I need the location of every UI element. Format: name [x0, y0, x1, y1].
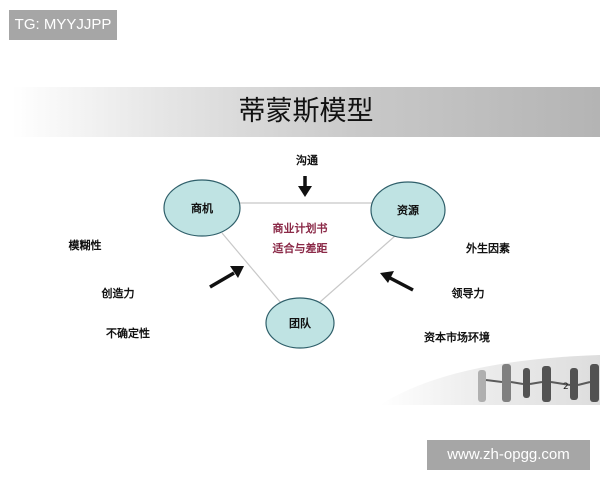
svg-text:团队: 团队: [289, 316, 312, 330]
right-factor: 资本市场环境: [424, 330, 490, 344]
center-line-1: 商业计划书: [273, 221, 328, 235]
page-number: 2: [563, 382, 569, 392]
title-bar: 蒂蒙斯模型: [12, 87, 600, 137]
left-factor: 创造力: [101, 286, 135, 300]
slide-title: 蒂蒙斯模型: [238, 96, 374, 127]
arrow-up-left-icon: [380, 271, 414, 292]
svg-text:资源: 资源: [397, 203, 419, 217]
people-image: [380, 355, 600, 405]
watermark-bottom: www.zh-opgg.com: [427, 440, 590, 470]
arrow-icons: [209, 176, 414, 292]
svg-text:商机: 商机: [191, 201, 213, 215]
communication-label: 沟通: [296, 153, 318, 167]
watermark-top: TG: MYYJJPP: [9, 10, 117, 40]
right-factor: 领导力: [451, 286, 485, 300]
edge-opportunity-team: [221, 232, 282, 304]
edge-resources-team: [319, 235, 396, 303]
arrow-down-icon: [298, 176, 312, 197]
node-team: 团队: [265, 297, 335, 349]
left-factor: 不确定性: [106, 326, 150, 340]
node-opportunity: 商机: [163, 179, 241, 237]
right-factor: 外生因素: [465, 241, 510, 255]
left-factor: 模糊性: [69, 238, 102, 252]
center-line-2: 适合与差距: [273, 241, 328, 255]
arrow-up-right-icon: [209, 266, 244, 289]
node-resources: 资源: [370, 181, 446, 239]
